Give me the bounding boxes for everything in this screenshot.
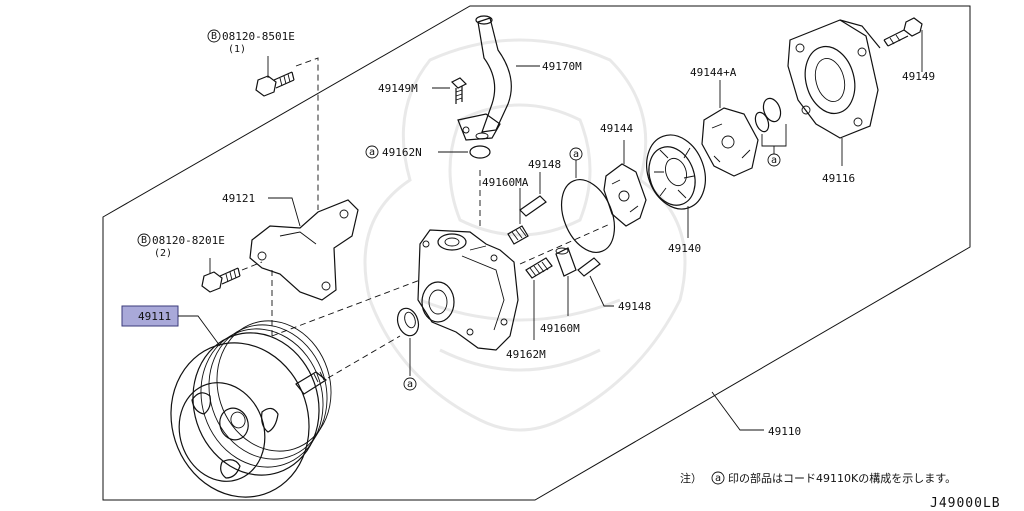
label-49149M: 49149M xyxy=(378,82,418,95)
label-49111[interactable]: 49111 xyxy=(138,310,171,323)
oil-seal: a xyxy=(396,307,420,391)
oring-pair: a xyxy=(754,97,787,167)
valve-49160MA: 49160MA xyxy=(482,176,529,245)
svg-text:B: B xyxy=(211,31,217,42)
drawing-code: J49000LB xyxy=(930,496,1001,511)
hose-fitting-49170M: 49170M xyxy=(457,15,582,141)
label-bolt-top-qty: (1) xyxy=(228,44,246,55)
svg-text:a: a xyxy=(369,147,375,158)
label-49110: 49110 xyxy=(768,425,801,438)
footnote-prefix: 注） xyxy=(680,471,702,485)
footnote-text: 印の部品はコード49110Kの構成を示します。 xyxy=(728,471,956,485)
rotor-49140: 49140 xyxy=(646,134,706,255)
assembly-outline xyxy=(102,5,971,501)
footnote: 注） a 印の部品はコード49110Kの構成を示します。 xyxy=(680,471,956,485)
label-49149: 49149 xyxy=(902,70,935,83)
oring-49162N: a 49162N xyxy=(365,145,491,159)
footnote-marker: a xyxy=(715,473,721,484)
label-49116: 49116 xyxy=(822,172,855,185)
bolt-49149M: 49149M xyxy=(378,77,468,104)
label-49121: 49121 xyxy=(222,192,255,205)
label-49160MA: 49160MA xyxy=(482,176,529,189)
pulley-49111: 49111 xyxy=(121,305,401,498)
assembly-49110-label: 49110 xyxy=(711,391,801,438)
svg-text:a: a xyxy=(771,155,777,166)
rear-housing-49116: 49116 xyxy=(787,19,881,185)
label-bolt-left-qty: (2) xyxy=(154,248,172,259)
spring-49162M: 49162M xyxy=(506,257,553,361)
watermark-emblem xyxy=(363,38,687,432)
oring-large: a xyxy=(560,147,616,253)
label-49144: 49144 xyxy=(600,122,633,135)
label-49170M: 49170M xyxy=(542,60,582,73)
label-49162M: 49162M xyxy=(506,348,546,361)
pump-body xyxy=(417,229,519,351)
svg-text:a: a xyxy=(573,149,579,160)
bolt-top-left-icon: B 08120-8501E (1) xyxy=(207,29,295,97)
side-plate-49144: 49144 xyxy=(600,122,647,227)
marker-a-seal: a xyxy=(407,379,413,390)
valve-49160M: 49160M xyxy=(540,247,580,335)
label-49148-top: 49148 xyxy=(528,158,561,171)
label-bolt-top-code: 08120-8501E xyxy=(222,30,295,43)
svg-text:B: B xyxy=(141,235,147,246)
pin-49148-mid: 49148 xyxy=(577,257,651,313)
label-49160M: 49160M xyxy=(540,322,580,335)
pin-49148-top: 49148 xyxy=(519,158,561,217)
bolt-left-icon: B 08120-8201E (2) xyxy=(137,233,241,293)
label-bolt-left-code: 08120-8201E xyxy=(152,234,225,247)
bracket-49121: 49121 xyxy=(222,192,359,301)
label-49144A: 49144+A xyxy=(690,66,737,79)
label-49162N: 49162N xyxy=(382,146,422,159)
label-49140: 49140 xyxy=(668,242,701,255)
plate-49144A: 49144+A xyxy=(690,66,759,177)
label-49148-mid: 49148 xyxy=(618,300,651,313)
bolt-49149: 49149 xyxy=(883,17,935,83)
